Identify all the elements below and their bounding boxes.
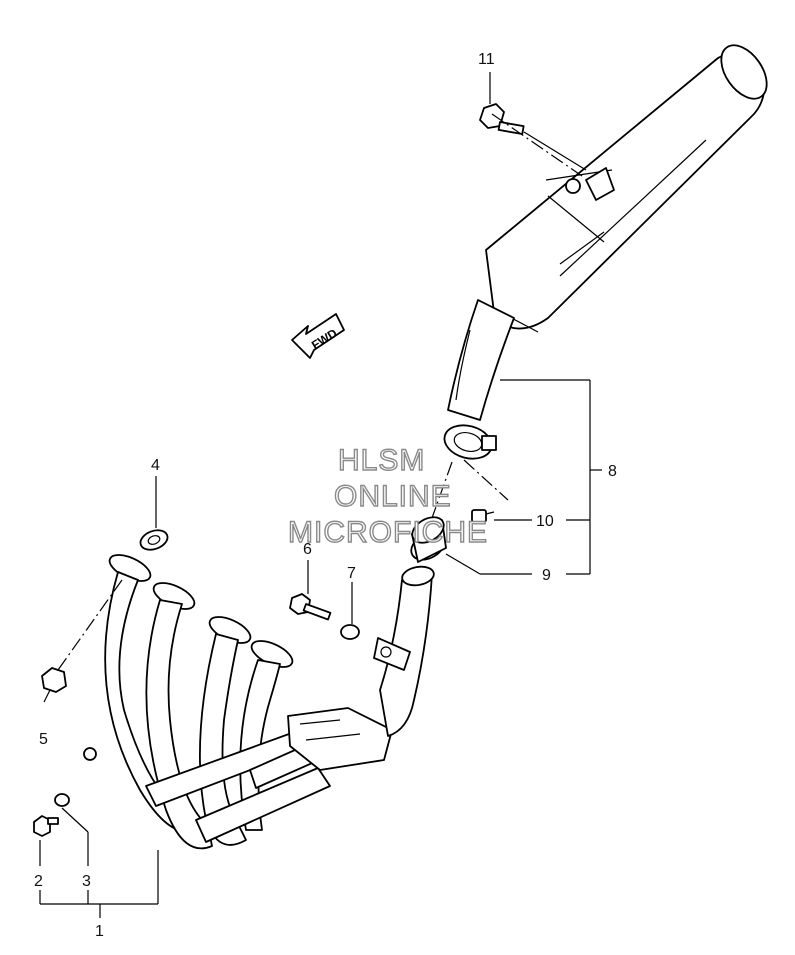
gasket-4 bbox=[139, 529, 169, 551]
washer-3 bbox=[54, 793, 70, 807]
callout-numbers: 11 4 6 7 5 2 3 1 8 10 9 bbox=[34, 51, 617, 940]
callout-9: 9 bbox=[542, 567, 551, 584]
nut-5 bbox=[41, 667, 67, 693]
callout-4: 4 bbox=[151, 457, 160, 474]
muffler-clamp bbox=[443, 424, 497, 460]
muffler-bolt bbox=[479, 103, 525, 135]
clamp-nut bbox=[471, 509, 495, 523]
muffler-gasket bbox=[410, 516, 447, 563]
exhaust-header-pipes bbox=[83, 554, 435, 850]
callout-1: 1 bbox=[95, 923, 104, 940]
watermark-line-3: MICROFICHE bbox=[288, 516, 488, 549]
washer-7 bbox=[340, 624, 360, 640]
callout-8: 8 bbox=[608, 463, 617, 480]
leader-lines bbox=[39, 72, 602, 918]
callout-6: 6 bbox=[303, 541, 312, 558]
callout-2: 2 bbox=[34, 873, 43, 890]
callout-11: 11 bbox=[478, 51, 495, 68]
bolt-6 bbox=[289, 593, 332, 621]
forward-direction-arrow: FWD bbox=[291, 313, 345, 359]
bolt-2 bbox=[33, 815, 59, 837]
callout-5: 5 bbox=[39, 731, 48, 748]
watermark-line-1: HLSM bbox=[338, 444, 425, 477]
callout-7: 7 bbox=[347, 565, 356, 582]
watermark-line-2: ONLINE bbox=[334, 480, 452, 513]
callout-3: 3 bbox=[82, 873, 91, 890]
callout-10: 10 bbox=[536, 513, 554, 530]
muffler bbox=[447, 44, 768, 421]
watermark: HLSM ONLINE MICROFICHE bbox=[287, 443, 488, 549]
